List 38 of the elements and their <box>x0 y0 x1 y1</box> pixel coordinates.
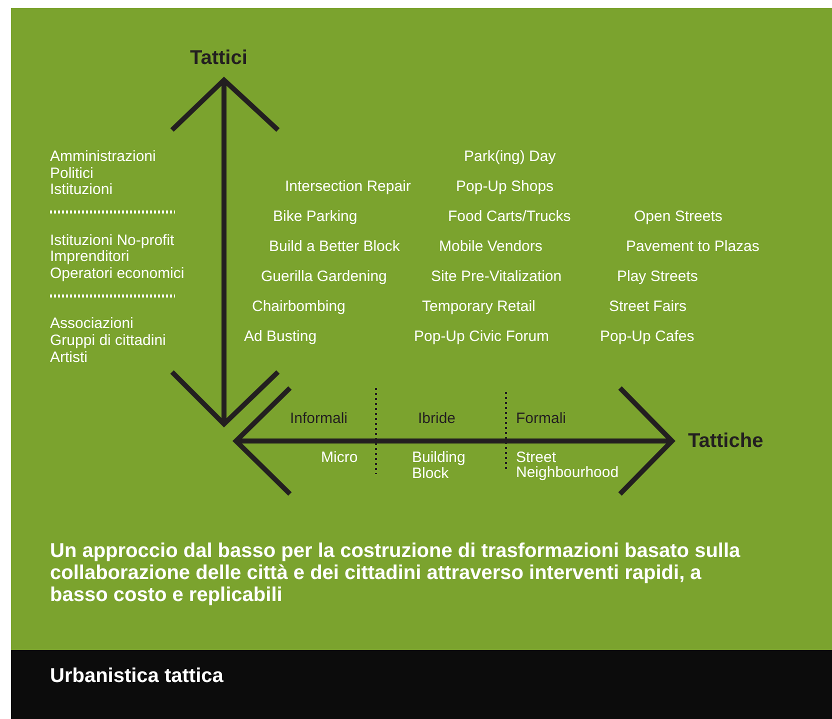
caption: Un approccio dal basso per la costruzione di trasformazioni basato sulla collaborazione delle città e dei cittadini attraverso interventi rapidi, a basso costo e replicabili <box>50 540 742 606</box>
actor-label: Politici <box>50 166 94 182</box>
axis-label: Tattici <box>190 47 248 69</box>
practice-label: Build a Better Block <box>269 239 400 255</box>
actor-label: Amministrazioni <box>50 149 156 165</box>
practice-label: Site Pre-Vitalization <box>431 269 562 285</box>
practice-label: Food Carts/Trucks <box>448 209 571 225</box>
practice-label: Chairbombing <box>252 299 346 315</box>
category-label: Informali <box>290 411 348 427</box>
category-label: Ibride <box>418 411 456 427</box>
practice-label: Play Streets <box>617 269 698 285</box>
scale-label: Street <box>516 450 556 466</box>
actor-label: Istituzioni <box>50 182 113 198</box>
practice-label: Open Streets <box>634 209 722 225</box>
practice-label: Temporary Retail <box>422 299 536 315</box>
practice-label: Bike Parking <box>273 209 358 225</box>
title: Urbanistica tattica <box>50 665 224 687</box>
practice-label: Ad Busting <box>244 329 317 345</box>
practice-label: Park(ing) Day <box>464 149 556 165</box>
actor-label: Istituzioni No-profit <box>50 233 174 249</box>
practice-label: Pop-Up Cafes <box>600 329 694 345</box>
actor-label: Operatori economici <box>50 266 184 282</box>
practice-label: Pop-Up Shops <box>456 179 554 195</box>
practice-label: Pavement to Plazas <box>626 239 760 255</box>
actor-label: Imprenditori <box>50 249 130 265</box>
actor-label: Gruppi di cittadini <box>50 333 166 349</box>
practice-label: Guerilla Gardening <box>261 269 387 285</box>
scale-label: Micro <box>321 450 358 466</box>
actor-label: Artisti <box>50 350 88 366</box>
practice-label: Street Fairs <box>609 299 687 315</box>
category-label: Formali <box>516 411 566 427</box>
actor-label: Associazioni <box>50 316 134 332</box>
axis-label: Tattiche <box>688 430 764 452</box>
scale-label: Building Block <box>412 450 466 482</box>
practice-label: Intersection Repair <box>285 179 411 195</box>
practice-label: Pop-Up Civic Forum <box>414 329 550 345</box>
practice-label: Mobile Vendors <box>439 239 542 255</box>
scale-label: Neighbourhood <box>516 465 619 481</box>
